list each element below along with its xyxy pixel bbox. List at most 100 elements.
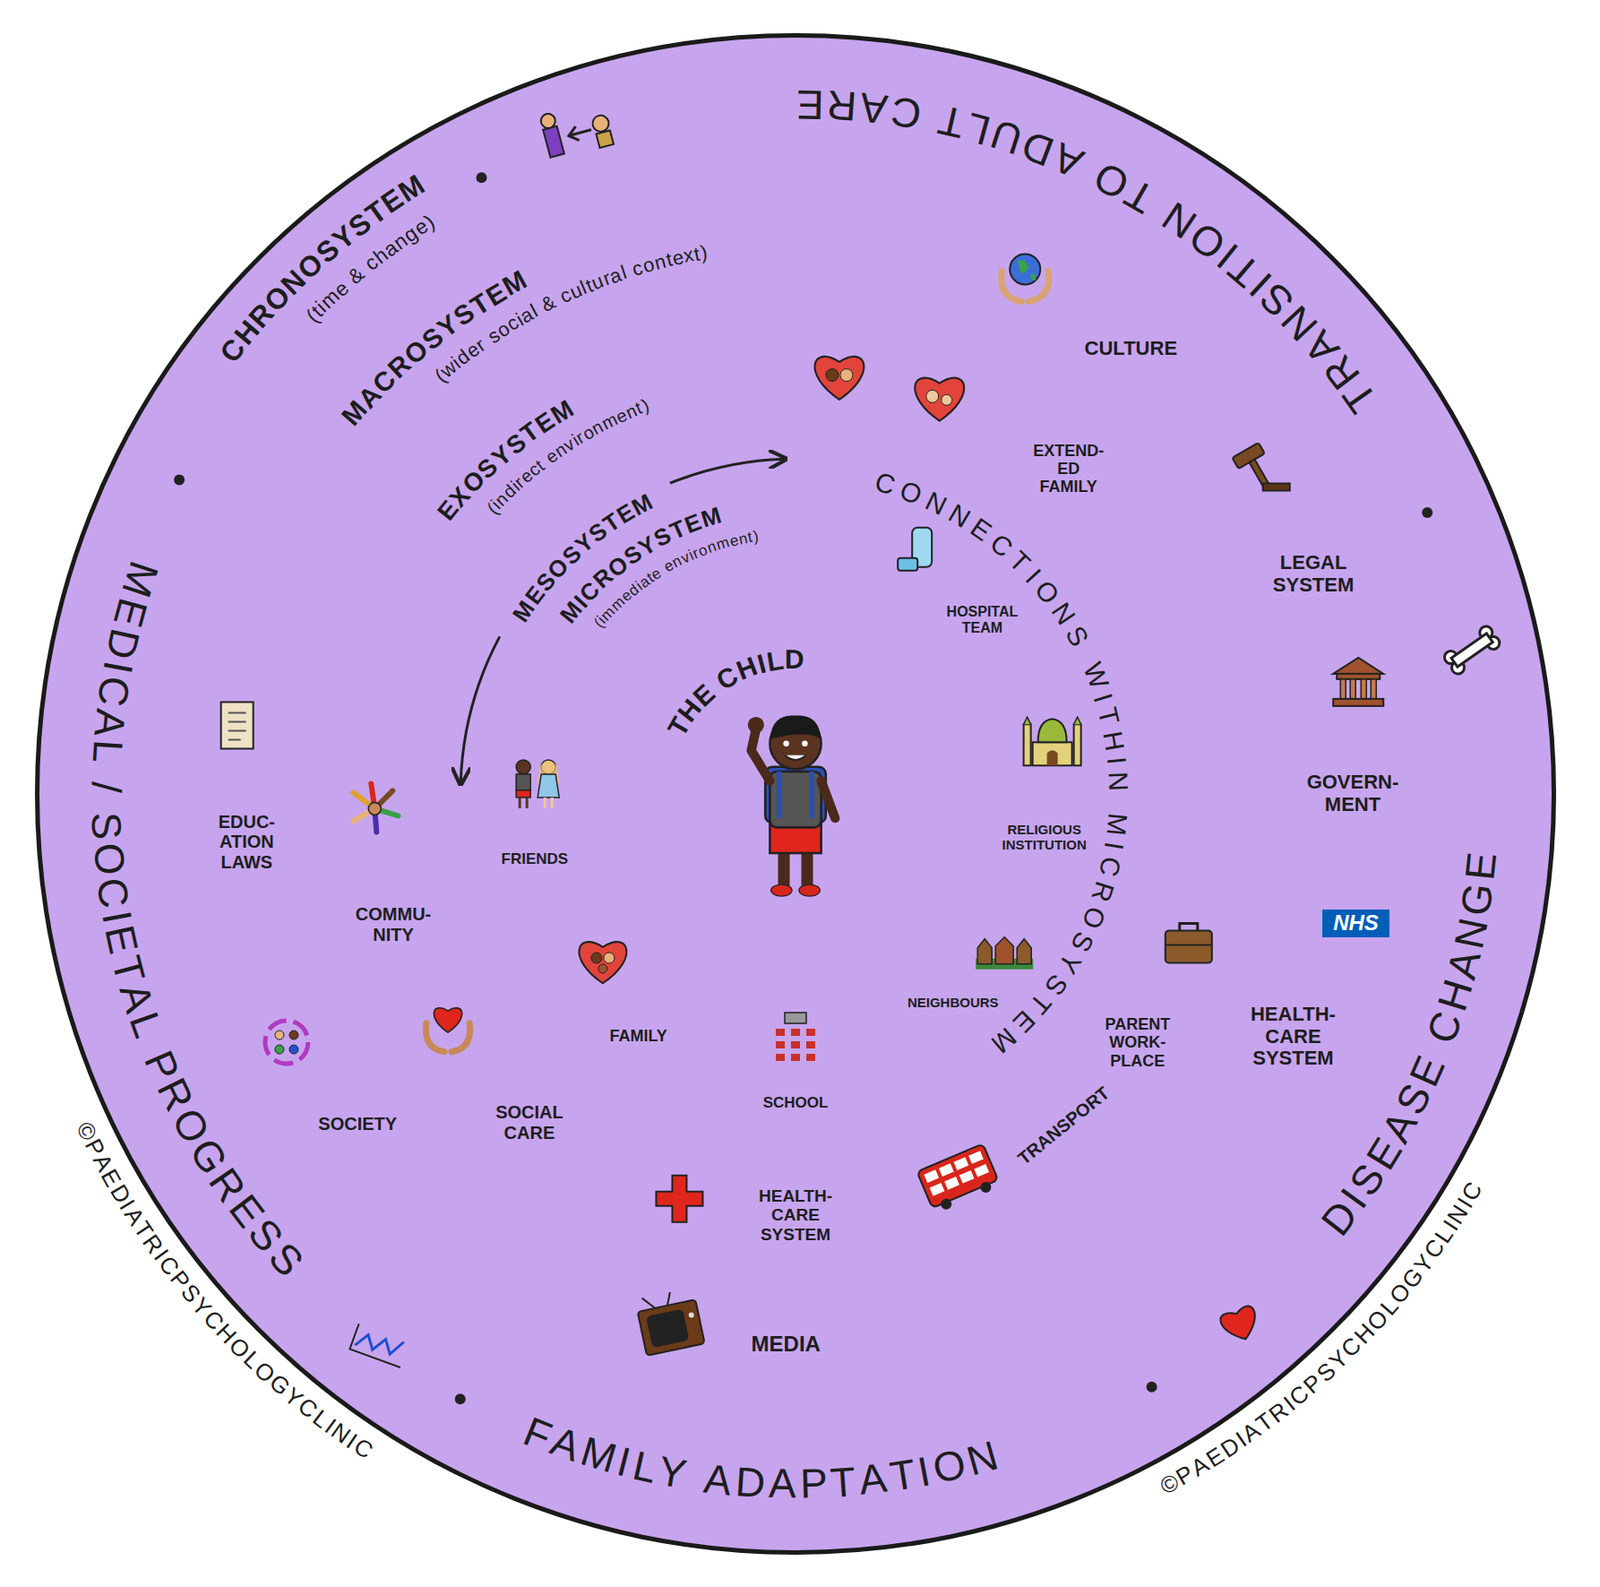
item-label: TRANSPORT bbox=[1011, 1080, 1117, 1171]
arc-letter: I bbox=[1097, 838, 1131, 853]
separator-dot bbox=[1421, 507, 1433, 518]
arc-letter bbox=[80, 795, 130, 809]
arc-letter: R bbox=[824, 79, 860, 131]
mosque-icon bbox=[1038, 718, 1067, 742]
item-label: EXTEND- ED FAMILY bbox=[1029, 441, 1108, 496]
scroll-icon bbox=[221, 701, 254, 749]
separator-dot bbox=[455, 1393, 466, 1404]
classroom-icon bbox=[775, 1040, 785, 1049]
globe-icon bbox=[1009, 253, 1041, 284]
bus-icon bbox=[923, 1169, 939, 1183]
transition-icon bbox=[567, 122, 594, 143]
item-label: HOSPITAL TEAM bbox=[943, 603, 1023, 637]
child-figure bbox=[799, 884, 820, 896]
bus-icon bbox=[938, 1196, 954, 1212]
arc-letter: N bbox=[1101, 770, 1135, 793]
classroom-icon bbox=[791, 1053, 800, 1061]
classroom-icon bbox=[775, 1053, 785, 1061]
scroll-icon bbox=[221, 701, 254, 749]
classroom-icon bbox=[806, 1040, 816, 1049]
arc-letter: T bbox=[1090, 703, 1127, 729]
bone-icon bbox=[1442, 623, 1503, 676]
bone-icon bbox=[1451, 633, 1493, 667]
bus-icon bbox=[953, 1156, 969, 1170]
extended-family-heart bbox=[840, 369, 853, 382]
arc-letter: E bbox=[794, 78, 826, 130]
item-label: HEALTH- CARE SYSTEM bbox=[1247, 1003, 1340, 1070]
child-figure bbox=[779, 771, 812, 818]
houses-icon bbox=[975, 937, 1033, 970]
government-building-icon bbox=[1360, 679, 1367, 699]
government-building-icon bbox=[1333, 698, 1384, 706]
arc-letter: A bbox=[856, 82, 892, 136]
caring-hands-icon bbox=[425, 1023, 470, 1052]
classroom-icon bbox=[775, 1012, 816, 1061]
child-figure bbox=[748, 714, 836, 896]
family-heart-icon bbox=[578, 941, 627, 983]
transition-icon bbox=[542, 126, 565, 158]
tv-icon bbox=[635, 1287, 706, 1356]
graph-icon bbox=[349, 1323, 410, 1368]
ring-heading: MACROSYSTEM bbox=[333, 261, 537, 435]
briefcase-icon bbox=[1165, 922, 1213, 963]
government-building-icon bbox=[1333, 657, 1384, 674]
red-cross-icon bbox=[655, 1175, 703, 1222]
extended-family-heart bbox=[814, 356, 864, 400]
graph-icon bbox=[349, 1323, 410, 1368]
watermark: ©PAEDIATRICPSYCHOLOGYCLINIC bbox=[1151, 1172, 1491, 1503]
item-label: EDUC- ATION LAWS bbox=[215, 811, 279, 872]
separator-dot bbox=[1421, 507, 1433, 518]
friends-icon bbox=[516, 790, 531, 798]
child-figure bbox=[801, 848, 814, 888]
community-hands-icon bbox=[352, 782, 398, 832]
classroom-icon bbox=[784, 1012, 807, 1024]
caring-hands-icon bbox=[425, 1007, 470, 1052]
item-label: CULTURE bbox=[1081, 337, 1181, 361]
extended-family-heart bbox=[926, 389, 939, 403]
friends-icon bbox=[519, 797, 527, 809]
houses-icon bbox=[995, 937, 1014, 964]
friends-icon bbox=[516, 759, 560, 809]
child-figure bbox=[801, 740, 809, 748]
bus-icon bbox=[916, 1143, 1001, 1214]
classroom-icon bbox=[791, 1028, 800, 1036]
family-heart-icon bbox=[591, 952, 603, 964]
arc-letter bbox=[1101, 797, 1135, 808]
classroom-icon bbox=[775, 1028, 785, 1036]
mosque-icon bbox=[1023, 716, 1082, 724]
child-figure bbox=[821, 780, 836, 818]
classroom-icon bbox=[806, 1028, 816, 1036]
mosque-icon bbox=[1023, 716, 1082, 766]
chronosystem-item: FAMILY ADAPTATION bbox=[505, 1400, 1016, 1516]
graph-icon bbox=[354, 1325, 405, 1360]
item-label: GOVERN- MENT bbox=[1303, 771, 1403, 816]
arc-letter: M bbox=[1099, 810, 1134, 838]
gavel-icon bbox=[1263, 482, 1291, 491]
nhs-logo: NHS bbox=[1322, 909, 1390, 938]
extended-family-heart bbox=[914, 378, 964, 422]
ring-caption: CONNECTIONS WITHIN MICROSYSTEM bbox=[862, 462, 1139, 1062]
family-heart-icon bbox=[598, 963, 608, 973]
family-heart-icon bbox=[578, 941, 627, 983]
extended-family-heart bbox=[814, 356, 864, 400]
transition-icon bbox=[539, 98, 615, 161]
community-hands-icon bbox=[368, 801, 381, 815]
arc-letter: A bbox=[767, 1458, 799, 1509]
friends-icon bbox=[544, 797, 552, 809]
classroom-icon bbox=[791, 1040, 800, 1049]
inhaler-icon bbox=[897, 558, 918, 571]
arc-letter: T bbox=[828, 1456, 860, 1508]
arc-letter: S bbox=[80, 809, 132, 842]
arc-letter: E bbox=[1455, 848, 1508, 883]
separator-dot bbox=[173, 474, 185, 486]
friends-icon bbox=[516, 759, 531, 775]
mosque-icon bbox=[1023, 723, 1032, 766]
item-label: NEIGHBOURS bbox=[903, 995, 1003, 1011]
child-figure bbox=[778, 848, 791, 888]
ring-outline bbox=[37, 35, 1555, 1553]
society-icon bbox=[275, 1030, 284, 1040]
society-icon bbox=[289, 1030, 299, 1040]
globe-icon bbox=[1001, 253, 1050, 302]
child-figure bbox=[769, 714, 821, 739]
